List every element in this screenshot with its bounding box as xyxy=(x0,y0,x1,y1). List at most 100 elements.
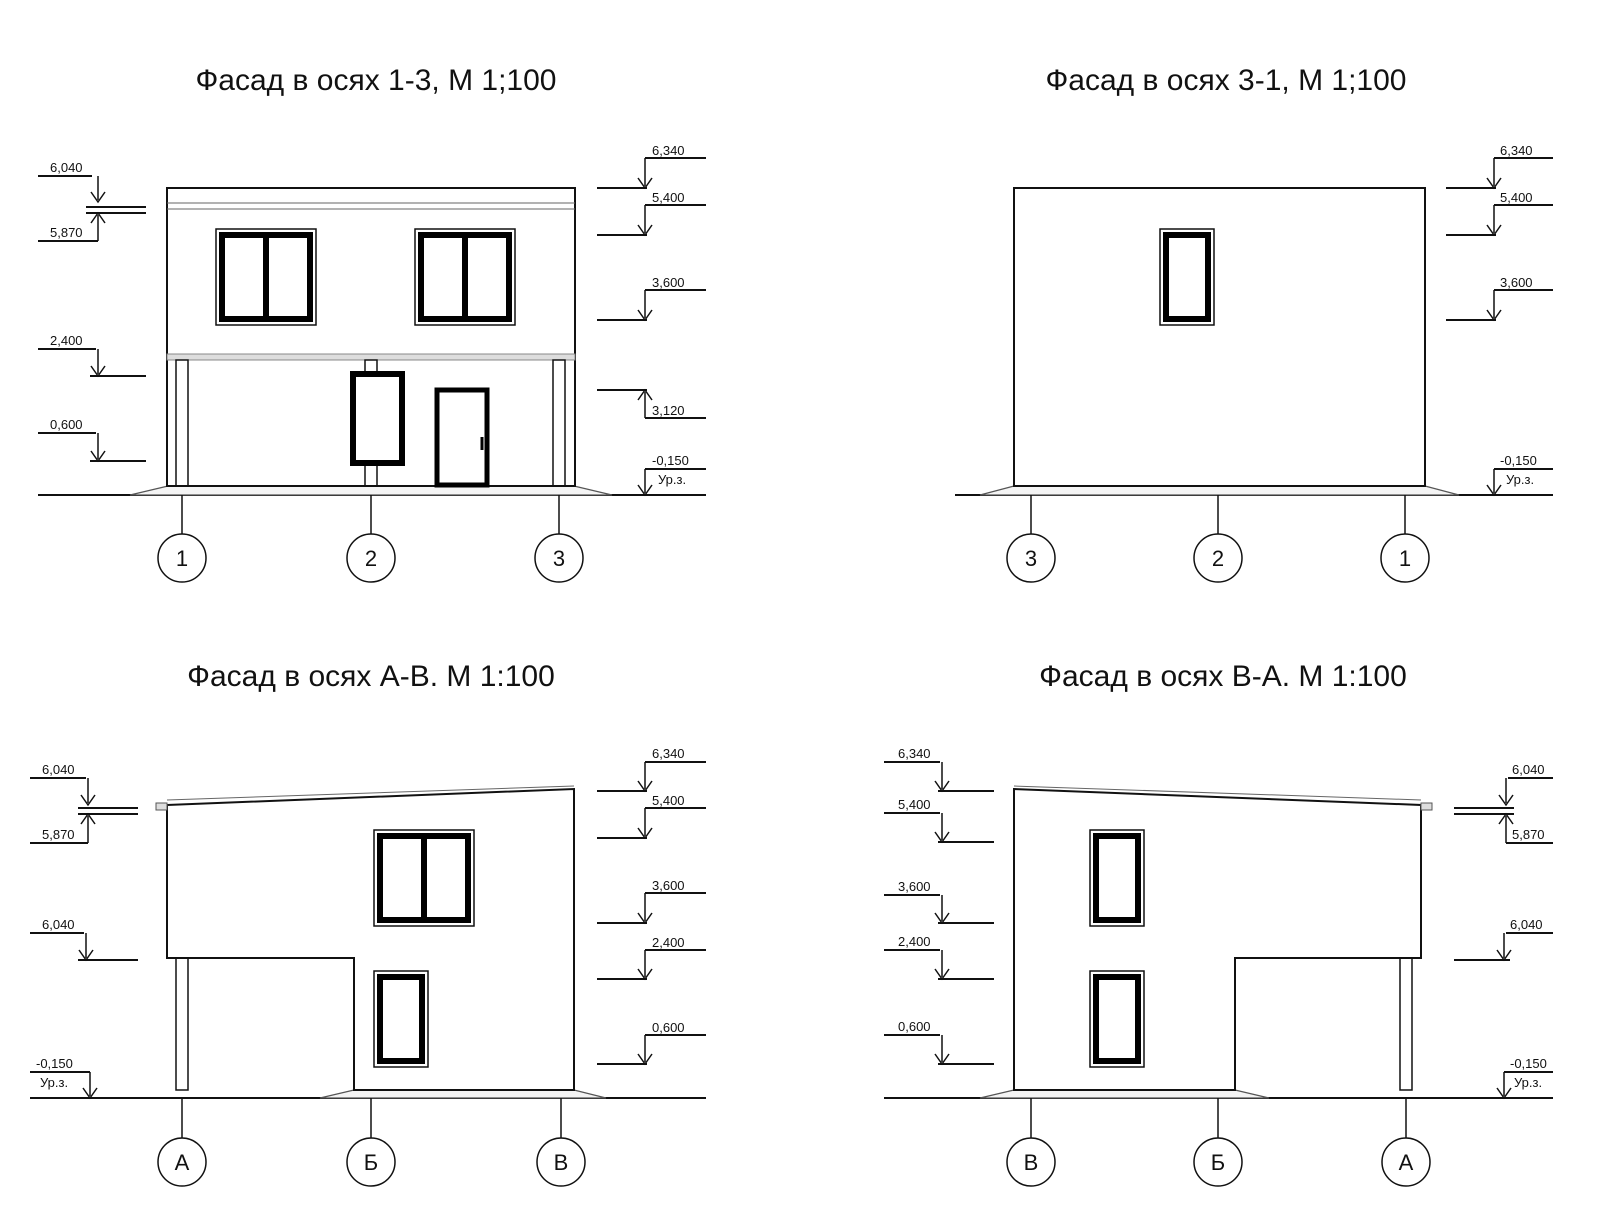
axis-label: А xyxy=(1399,1150,1414,1175)
blind-area xyxy=(129,485,613,496)
window-upper xyxy=(373,829,475,927)
level-label: 6,040 xyxy=(42,762,75,777)
grid-axes: 1 2 3 xyxy=(157,495,584,583)
level-label: 2,400 xyxy=(652,935,685,950)
column xyxy=(1399,957,1413,1091)
level-label: 5,400 xyxy=(898,797,931,812)
axis-marker xyxy=(534,533,584,583)
level-label: 3,120 xyxy=(652,403,685,418)
grid-axes: 3 2 1 xyxy=(1006,495,1430,583)
blind-area xyxy=(979,1089,1270,1099)
facade-1-3-title: Фасад в осях 1-3, М 1;100 xyxy=(196,64,557,97)
level-label: -0,150 xyxy=(1510,1056,1547,1071)
window-upper xyxy=(1159,228,1215,326)
level-label: 5,870 xyxy=(1512,827,1545,842)
ground-level-label: Ур.з. xyxy=(658,472,686,487)
axis-label: 1 xyxy=(176,546,188,571)
level-label: 5,870 xyxy=(50,225,83,240)
facade-a-v: Фасад в осях А-В. М 1:100 6,040 xyxy=(30,660,706,1187)
level-label: 6,040 xyxy=(1512,762,1545,777)
axis-marker xyxy=(536,1137,586,1187)
level-label: 2,400 xyxy=(50,333,83,348)
level-label: 2,400 xyxy=(898,934,931,949)
level-label: 6,040 xyxy=(50,160,83,175)
facade-1-3: Фасад в осях 1-3, М 1;100 xyxy=(38,64,706,583)
level-label: 3,600 xyxy=(652,878,685,893)
left-level-marks: 6,040 5,870 2,400 0,600 xyxy=(38,160,146,463)
roof-overhang xyxy=(1420,802,1433,811)
right-level-marks: 6,340 5,400 3,600 3,120 -0,150 Ур.з. xyxy=(597,143,706,497)
level-label: -0,150 xyxy=(36,1056,73,1071)
level-label: 6,340 xyxy=(652,143,685,158)
facade-3-1-title: Фасад в осях 3-1, М 1;100 xyxy=(1046,64,1407,97)
window-upper xyxy=(1089,829,1145,927)
level-label: 3,600 xyxy=(898,879,931,894)
axis-marker xyxy=(346,533,396,583)
level-label: 5,870 xyxy=(42,827,75,842)
window-upper-right xyxy=(414,228,516,326)
left-level-marks: 6,340 5,400 3,600 2,400 0,600 xyxy=(884,746,994,1066)
axis-label: 3 xyxy=(553,546,565,571)
axis-label: В xyxy=(1024,1150,1039,1175)
axis-marker xyxy=(1006,533,1056,583)
level-label: 6,340 xyxy=(1500,143,1533,158)
left-level-marks: 6,040 5,870 6,040 -0,150 Ур.з. xyxy=(30,762,138,1100)
grid-axes: А Б В xyxy=(157,1098,586,1187)
grid-axes: В Б А xyxy=(1006,1098,1431,1187)
window-ground-floor xyxy=(373,970,429,1068)
ground-level-label: Ур.з. xyxy=(40,1075,68,1090)
facade-v-a-title: Фасад в осях В-А. М 1:100 xyxy=(1039,660,1407,693)
column xyxy=(175,957,189,1091)
level-label: 0,600 xyxy=(652,1020,685,1035)
axis-marker xyxy=(157,533,207,583)
column-3 xyxy=(552,359,566,487)
axis-marker xyxy=(1380,533,1430,583)
axis-marker xyxy=(1193,1137,1243,1187)
ground-level-label: Ур.з. xyxy=(1514,1075,1542,1090)
facade-3-1: Фасад в осях 3-1, М 1;100 6,340 5,400 3,… xyxy=(955,64,1553,583)
level-label: -0,150 xyxy=(1500,453,1537,468)
axis-label: 2 xyxy=(365,546,377,571)
column-1 xyxy=(175,359,189,487)
level-label: 0,600 xyxy=(898,1019,931,1034)
level-label: -0,150 xyxy=(652,453,689,468)
axis-label: 3 xyxy=(1025,546,1037,571)
building-outline xyxy=(1013,187,1426,487)
axis-marker xyxy=(157,1137,207,1187)
axis-label: Б xyxy=(1211,1150,1225,1175)
axis-label: 1 xyxy=(1399,546,1411,571)
level-label: 5,400 xyxy=(652,793,685,808)
axis-marker xyxy=(1006,1137,1056,1187)
roof-overhang xyxy=(155,802,168,811)
right-level-marks: 6,040 5,870 6,040 -0,150 Ур.з. xyxy=(1454,762,1553,1100)
right-level-marks: 6,340 5,400 3,600 -0,150 Ур.з. xyxy=(1446,143,1553,497)
level-label: 5,400 xyxy=(1500,190,1533,205)
level-label: 6,340 xyxy=(652,746,685,761)
level-label: 0,600 xyxy=(50,417,83,432)
axis-marker xyxy=(346,1137,396,1187)
window-upper-left xyxy=(215,228,317,326)
window-ground-floor xyxy=(1089,970,1145,1068)
level-label: 6,040 xyxy=(1510,917,1543,932)
right-level-marks: 6,340 5,400 3,600 2,400 0,600 xyxy=(597,746,706,1066)
level-label: 6,040 xyxy=(42,917,75,932)
window-ground-floor xyxy=(350,371,405,466)
axis-label: А xyxy=(175,1150,190,1175)
blind-area xyxy=(319,1089,607,1099)
level-label: 3,600 xyxy=(1500,275,1533,290)
building-outline xyxy=(1013,787,1422,1091)
axis-label: 2 xyxy=(1212,546,1224,571)
floor-slab-band xyxy=(166,353,576,361)
building-outline xyxy=(166,787,575,1091)
level-label: 5,400 xyxy=(652,190,685,205)
facade-a-v-title: Фасад в осях А-В. М 1:100 xyxy=(187,660,555,693)
level-label: 3,600 xyxy=(652,275,685,290)
axis-label: Б xyxy=(364,1150,378,1175)
axis-marker xyxy=(1381,1137,1431,1187)
axis-label: В xyxy=(554,1150,569,1175)
facade-v-a: Фасад в осях В-А. М 1:100 6,340 5,400 xyxy=(884,660,1553,1187)
axis-marker xyxy=(1193,533,1243,583)
level-label: 6,340 xyxy=(898,746,931,761)
ground-level-label: Ур.з. xyxy=(1506,472,1534,487)
